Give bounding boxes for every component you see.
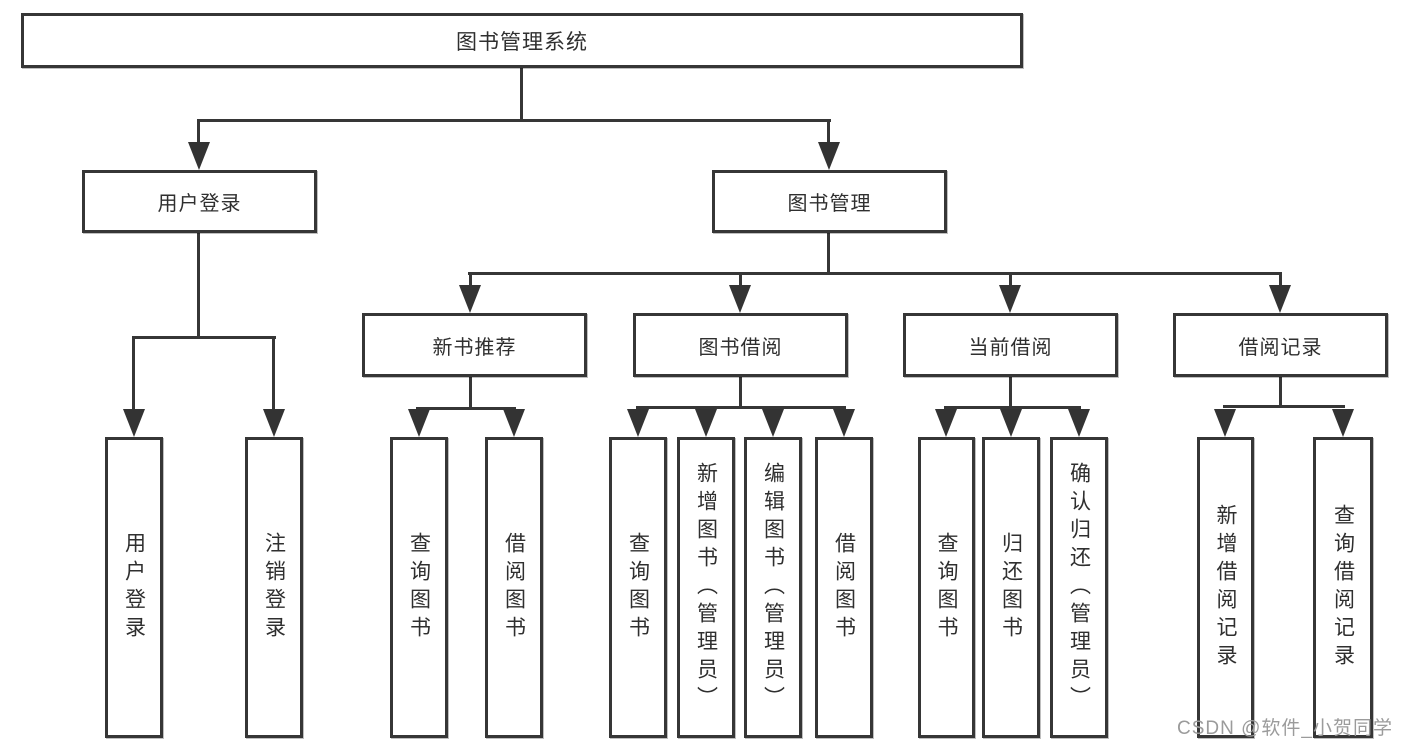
connector-line [197, 119, 831, 122]
node-label: 当前借阅 [968, 336, 1053, 359]
arrowhead-icon [263, 409, 285, 437]
connector-line [827, 119, 830, 145]
arrowhead-icon [627, 409, 649, 437]
leaf-add-borrow-record: 新增借阅记录 [1197, 437, 1254, 738]
leaf-label: 新增借阅记录 [1214, 503, 1237, 672]
connector-line [944, 406, 1081, 409]
connector-line [469, 273, 472, 287]
connector-line [520, 66, 523, 122]
connector-line [1009, 375, 1012, 409]
node-label: 图书借阅 [698, 336, 783, 359]
leaf-query-books-borrowing: 查询图书 [609, 437, 667, 738]
arrowhead-icon [1000, 409, 1022, 437]
leaf-add-book-admin: 新增图书（管理员） [677, 437, 735, 738]
connector-line [132, 336, 135, 411]
arrowhead-icon [935, 409, 957, 437]
node-new-book-recommendation: 新书推荐 [362, 313, 587, 377]
arrowhead-icon [818, 142, 840, 170]
arrowhead-icon [459, 285, 481, 313]
leaf-label: 借阅图书 [832, 531, 856, 644]
node-label: 图书管理系统 [456, 30, 588, 54]
leaf-label: 查询图书 [407, 531, 431, 644]
connector-line [1223, 405, 1345, 408]
leaf-label: 查询借阅记录 [1331, 503, 1355, 672]
leaf-query-books-recommend: 查询图书 [390, 437, 448, 738]
arrowhead-icon [762, 409, 784, 437]
arrowhead-icon [503, 409, 525, 437]
leaf-label: 用户登录 [122, 531, 146, 644]
node-borrowing-records: 借阅记录 [1173, 313, 1388, 377]
connector-line [1279, 273, 1282, 287]
leaf-borrow-books-recommend: 借阅图书 [485, 437, 543, 738]
leaf-label: 确认归还（管理员） [1067, 461, 1091, 714]
arrowhead-icon [408, 409, 430, 437]
arrowhead-icon [1332, 409, 1354, 437]
connector-line [636, 406, 846, 409]
leaf-label: 借阅图书 [502, 531, 526, 644]
leaf-label: 注销登录 [262, 531, 286, 644]
node-label: 图书管理 [787, 193, 872, 215]
watermark: CSDN @软件_小贺同学 [1177, 718, 1393, 739]
node-library-management-system: 图书管理系统 [21, 13, 1023, 68]
connector-line [272, 336, 275, 411]
leaf-edit-book-admin: 编辑图书（管理员） [744, 437, 802, 738]
connector-line [132, 336, 276, 339]
connector-line [1279, 375, 1282, 408]
leaf-label: 新增图书（管理员） [694, 461, 718, 714]
arrowhead-icon [695, 409, 717, 437]
leaf-label: 编辑图书（管理员） [761, 461, 785, 714]
leaf-user-login: 用户登录 [105, 437, 163, 738]
node-user-login: 用户登录 [82, 170, 317, 233]
arrowhead-icon [999, 285, 1021, 313]
connector-line [739, 273, 742, 287]
connector-line [197, 119, 200, 145]
leaf-return-books: 归还图书 [982, 437, 1040, 738]
connector-line [468, 272, 1282, 275]
node-label: 用户登录 [157, 193, 242, 215]
node-label: 借阅记录 [1238, 336, 1323, 359]
arrowhead-icon [1214, 409, 1236, 437]
arrowhead-icon [123, 409, 145, 437]
node-book-management: 图书管理 [712, 170, 947, 233]
arrowhead-icon [833, 409, 855, 437]
connector-line [739, 375, 742, 409]
leaf-label: 查询图书 [935, 531, 958, 644]
leaf-logout: 注销登录 [245, 437, 303, 738]
node-current-borrowing: 当前借阅 [903, 313, 1118, 377]
leaf-borrow-books-borrowing: 借阅图书 [815, 437, 873, 738]
arrowhead-icon [729, 285, 751, 313]
node-book-borrowing: 图书借阅 [633, 313, 848, 377]
connector-line [827, 231, 830, 275]
leaf-query-borrow-record: 查询借阅记录 [1313, 437, 1373, 738]
arrowhead-icon [1269, 285, 1291, 313]
arrowhead-icon [1068, 409, 1090, 437]
leaf-query-books-current: 查询图书 [918, 437, 975, 738]
leaf-confirm-return-admin: 确认归还（管理员） [1050, 437, 1108, 738]
node-label: 新书推荐 [432, 336, 517, 359]
connector-line [469, 375, 472, 410]
connector-line [197, 231, 200, 338]
arrowhead-icon [188, 142, 210, 170]
connector-line [416, 407, 516, 410]
leaf-label: 归还图书 [999, 531, 1023, 644]
leaf-label: 查询图书 [626, 531, 650, 644]
connector-line [1009, 273, 1012, 287]
